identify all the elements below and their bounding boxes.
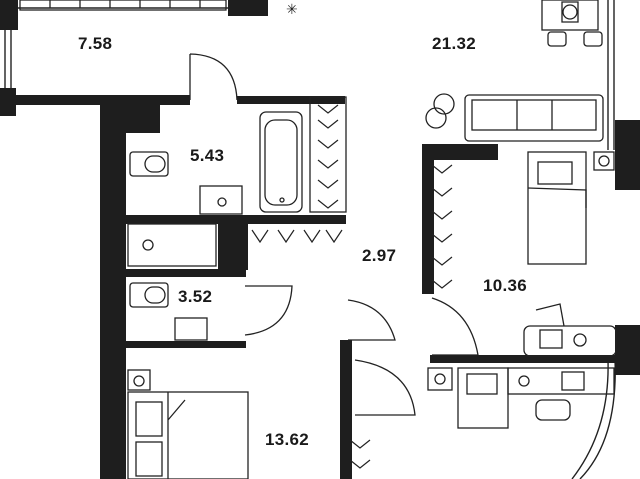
door-bath-second	[244, 285, 293, 336]
bedroom-right-furniture	[427, 367, 615, 429]
room-area-bedroom-large: 13.62	[265, 430, 310, 449]
loggia-cabinet	[19, 0, 227, 11]
door-bedroom-large	[354, 359, 416, 416]
room-area-bath-main: 5.43	[190, 146, 225, 165]
room-area-bath-second: 3.52	[178, 287, 213, 306]
room-area-bedroom-small: 10.36	[483, 276, 528, 295]
door-swings	[189, 53, 479, 416]
door-bedroom-small	[431, 297, 479, 356]
bedroom-large-furniture	[127, 369, 249, 479]
room-area-loggia: 7.58	[78, 34, 113, 53]
door-bath-main	[189, 53, 238, 101]
bath-main-fixtures	[129, 96, 347, 215]
asterisk-icon: ✳	[286, 2, 298, 18]
dining-set	[541, 0, 603, 47]
room-area-hallway: 2.97	[362, 246, 397, 265]
bath-second-fixtures	[127, 223, 217, 341]
bedroom-small-furniture	[523, 151, 617, 357]
window-line-left	[4, 30, 12, 92]
wardrobe-hangers	[251, 104, 453, 469]
window-bay-curve	[571, 359, 616, 479]
window-line-right-top	[607, 0, 615, 150]
room-area-living: 21.32	[432, 34, 477, 53]
sofa	[425, 93, 604, 142]
door-hall-left	[347, 299, 396, 341]
